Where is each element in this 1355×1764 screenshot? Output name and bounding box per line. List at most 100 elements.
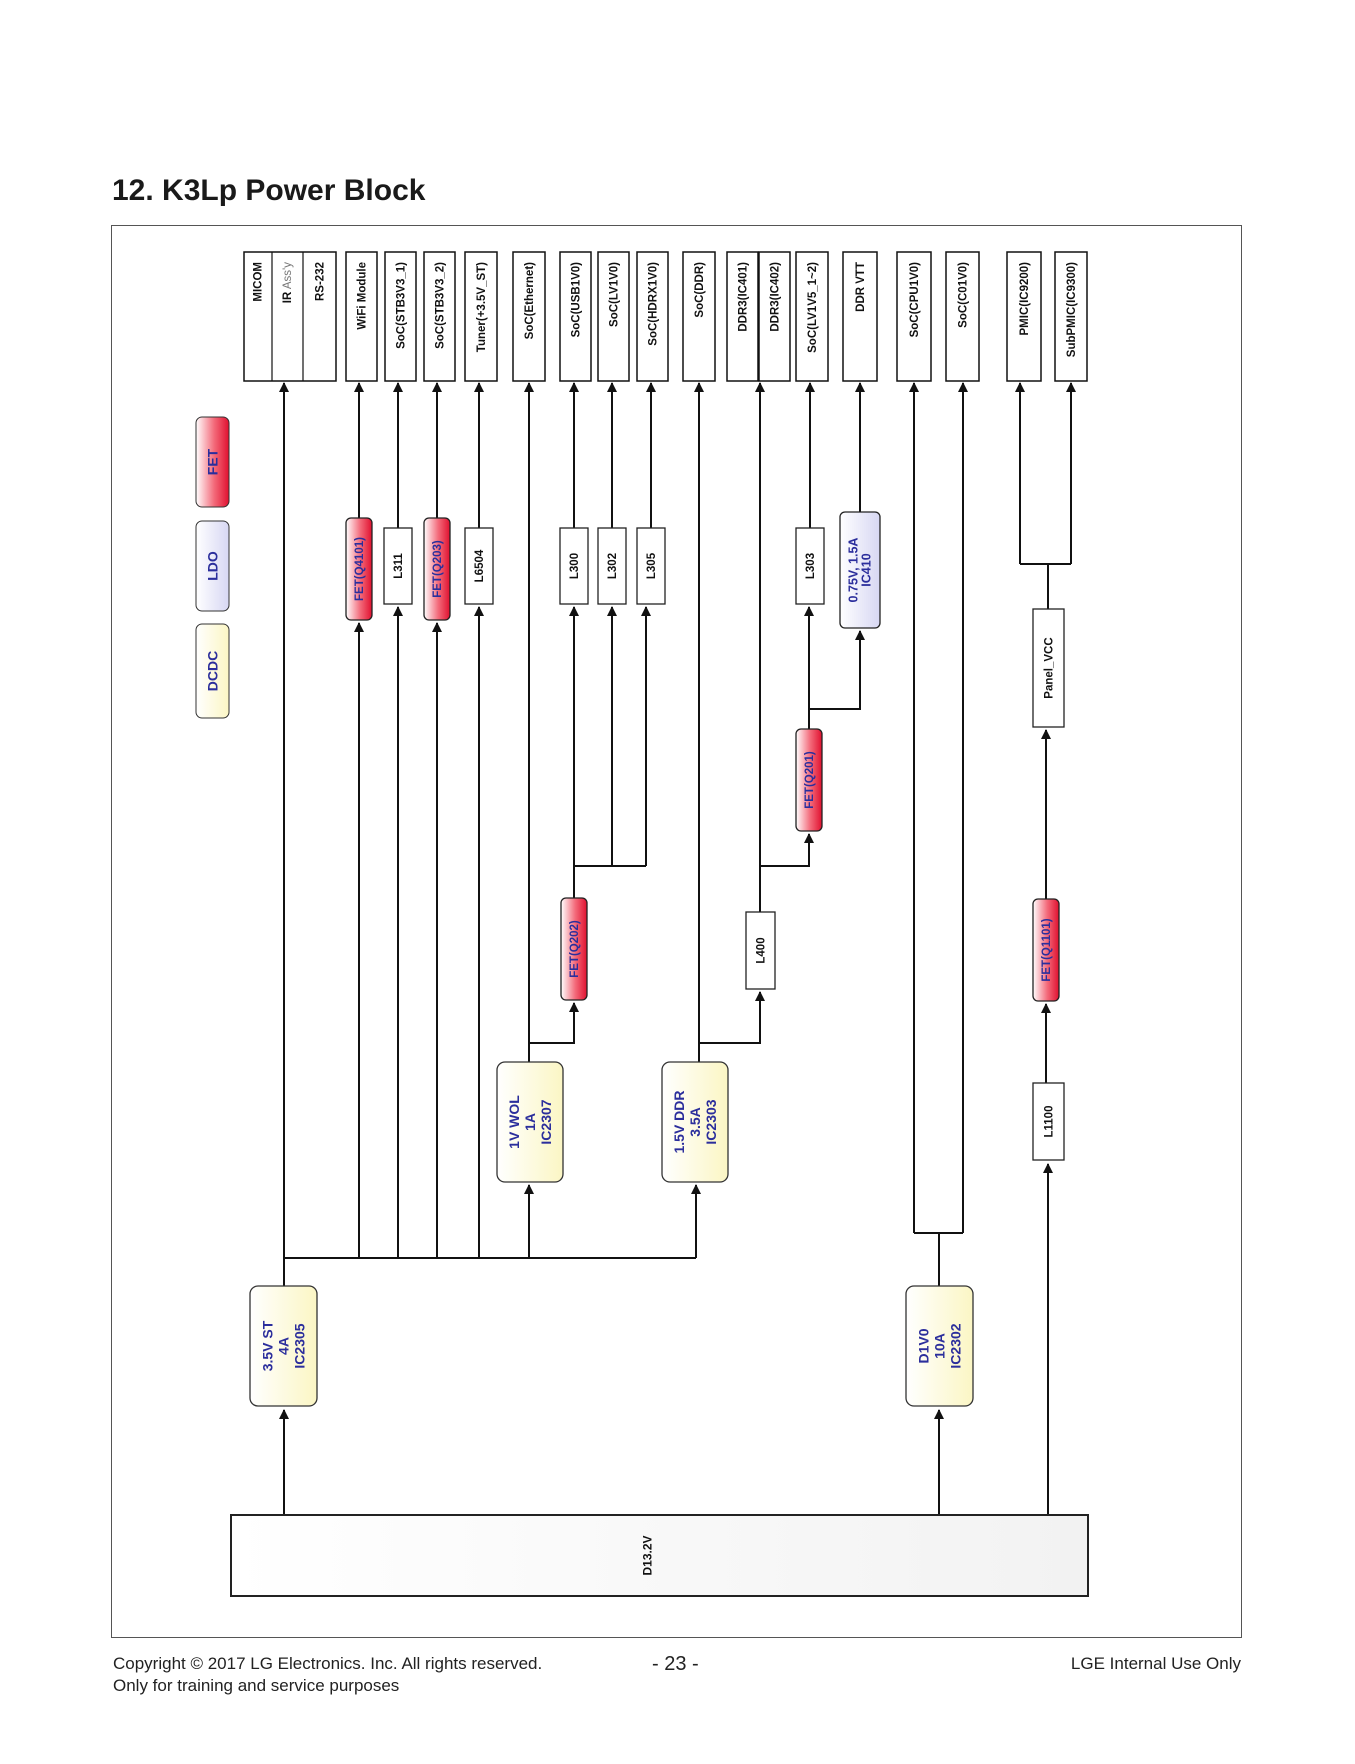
nodes: MICOM IR Ass'y RS-232 WiFi Module SoC(STB3V3… — [195, 251, 1089, 1597]
regulator-d1v0 — [905, 1285, 974, 1407]
legend-fet-label: FET — [205, 448, 221, 475]
regulator-ddr15 — [661, 1061, 729, 1183]
block-q4101 — [345, 517, 373, 621]
legend-fet-swatch — [195, 416, 230, 508]
block-label-q203: FET(Q203) — [432, 540, 444, 598]
block-label-l303: L303 — [805, 553, 817, 579]
regulator-label-wol: IC2307 — [538, 1099, 554, 1144]
load-box-stb2 — [423, 251, 456, 382]
block-l311 — [383, 527, 413, 605]
regulator-label-d1v0: IC2302 — [948, 1323, 964, 1368]
copyright-text: Copyright © 2017 LG Electronics. Inc. Al… — [113, 1654, 543, 1673]
regulator-label-st35: 3.5V ST — [260, 1320, 276, 1371]
load-label-micom: MICOM — [253, 262, 265, 302]
load-box-subpmic — [1054, 251, 1088, 382]
block-l303 — [795, 527, 825, 605]
load-box-wifi — [345, 251, 378, 382]
block-label-l302: L302 — [607, 553, 619, 579]
diagram-frame — [111, 225, 1242, 1638]
regulator-label-wol: 1A — [522, 1113, 538, 1131]
block-l300 — [559, 527, 589, 605]
load-box-lv15 — [795, 251, 829, 382]
load-box-pmic — [1006, 251, 1042, 382]
block-l1100 — [1032, 1082, 1065, 1161]
load-label-hdrx: SoC(HDRX1V0) — [648, 262, 660, 346]
load-box-eth — [512, 251, 546, 382]
block-q1101 — [1032, 898, 1060, 1002]
block-label-l300: L300 — [569, 553, 581, 579]
load-label-eth: SoC(Ethernet) — [524, 262, 536, 339]
regulator-label-ddr15: IC2303 — [703, 1099, 719, 1144]
load-label-wifi: WiFi Module — [357, 262, 369, 330]
load-label-stb1: SoC(STB3V3_1) — [396, 262, 408, 349]
load-box-tuner — [464, 251, 498, 382]
regulator-label-d1v0: D1V0 — [916, 1328, 932, 1363]
block-q202 — [560, 897, 588, 1001]
wires — [279, 382, 1076, 1515]
block-label-q4101: FET(Q4101) — [354, 537, 366, 601]
load-label-ddr: SoC(DDR) — [694, 262, 706, 318]
load-box-ddr401 — [726, 251, 759, 382]
regulator-label-d1v0: 10A — [932, 1333, 948, 1359]
regulator-label-st35: 4A — [276, 1337, 292, 1355]
legend-dcdc-swatch — [195, 623, 230, 719]
load-label-lv1: SoC(LV1V0) — [609, 262, 621, 327]
block-panel — [1032, 608, 1065, 728]
block-q201 — [795, 728, 823, 832]
regulator-st35 — [249, 1285, 318, 1407]
load-box-core — [945, 251, 980, 382]
block-label-l311: L311 — [393, 553, 405, 579]
block-label-ic410: 0.75V, 1.5A — [847, 538, 861, 603]
block-label-l1100: L1100 — [1044, 1106, 1056, 1138]
load-label-ddr401: DDR3(IC401) — [738, 262, 750, 332]
regulator-label-st35: IC2305 — [292, 1323, 308, 1368]
load-box-lv1 — [597, 251, 630, 382]
block-label-q202: FET(Q202) — [569, 920, 581, 978]
regulator-wol — [496, 1061, 564, 1183]
footer-left: Copyright © 2017 LG Electronics. Inc. Al… — [113, 1653, 542, 1697]
block-ic410 — [839, 511, 881, 629]
legend-ldo-label: LDO — [205, 551, 221, 581]
load-box-cpu — [896, 251, 932, 382]
block-q203 — [423, 517, 451, 621]
load-box-vtt — [842, 251, 878, 382]
block-l400 — [745, 911, 776, 990]
block-label-l400: L400 — [756, 937, 768, 963]
regulator-label-ddr15: 3.5A — [687, 1107, 703, 1137]
block-label-q1101: FET(Q1101) — [1041, 918, 1053, 981]
block-l302 — [597, 527, 627, 605]
legend-dcdc-label: DCDC — [205, 651, 221, 691]
source-d13v2-block — [230, 1514, 1089, 1597]
load-label-ddr402: DDR3(IC402) — [770, 262, 782, 332]
block-l6504 — [464, 527, 494, 605]
load-label-stb2: SoC(STB3V3_2) — [435, 262, 447, 349]
block-l305 — [636, 527, 666, 605]
block-label-panel: Panel_VCC — [1044, 637, 1056, 698]
legend-ldo-swatch — [195, 520, 230, 612]
load-label-usb: SoC(USB1V0) — [571, 262, 583, 338]
micom-group-box — [243, 251, 337, 382]
load-label-subpmic: SubPMIC(IC9300) — [1066, 262, 1078, 357]
block-label-ic410: IC410 — [860, 553, 874, 586]
load-label-cpu: SoC(CPU1V0) — [909, 262, 921, 338]
regulator-label-ddr15: 1.5V DDR — [671, 1090, 687, 1153]
load-box-usb — [559, 251, 592, 382]
load-label-ir: IR Ass'y — [282, 262, 294, 303]
load-label-lv15: SoC(LV1V5_1~2) — [807, 262, 819, 353]
training-text: Only for training and service purposes — [113, 1676, 400, 1695]
load-box-ddr402 — [758, 251, 791, 382]
load-box-ddr — [682, 251, 716, 382]
load-box-hdrx — [636, 251, 669, 382]
load-label-pmic: PMIC(IC9200) — [1019, 262, 1031, 336]
block-label-l6504: L6504 — [474, 549, 486, 582]
load-label-rs232: RS-232 — [315, 262, 327, 301]
block-label-l305: L305 — [646, 552, 658, 579]
load-label-tuner: Tuner(+3.5V_ST) — [476, 262, 488, 352]
block-label-q201: FET(Q201) — [804, 751, 816, 809]
page-title: 12. K3Lp Power Block — [112, 174, 426, 207]
source-label: D13.2V — [641, 1535, 655, 1575]
load-label-core: SoC(C01V0) — [958, 262, 970, 328]
regulator-label-wol: 1V WOL — [506, 1095, 522, 1149]
load-label-vtt: DDR VTT — [855, 262, 867, 312]
